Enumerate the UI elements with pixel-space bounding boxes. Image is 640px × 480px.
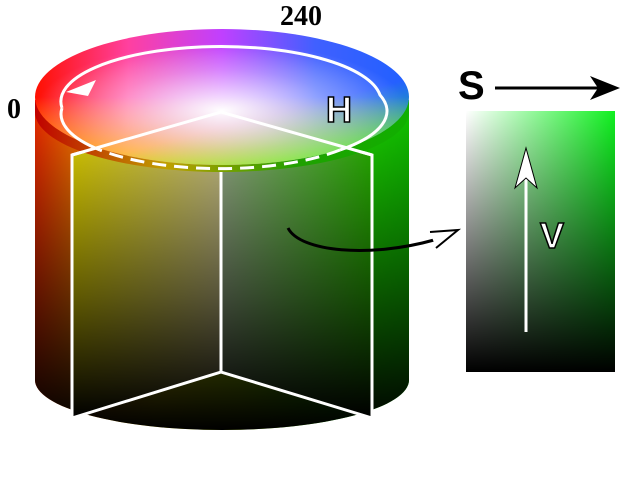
value-label: V (539, 215, 565, 256)
saturation-arrow (495, 76, 620, 100)
hue-0-label: 0 (7, 94, 21, 125)
hue-label: H (325, 89, 353, 130)
value-arrow (514, 146, 538, 332)
connector-arrow (286, 227, 462, 252)
saturation-label: S (458, 64, 485, 108)
cutaway-face-left (70, 110, 223, 421)
hue-240-label: 240 (280, 1, 322, 32)
hue-arrow (59, 44, 389, 171)
hue-wheel-top (35, 29, 409, 165)
hue-arrowhead (66, 80, 96, 96)
saturation-value-panel (466, 111, 615, 372)
